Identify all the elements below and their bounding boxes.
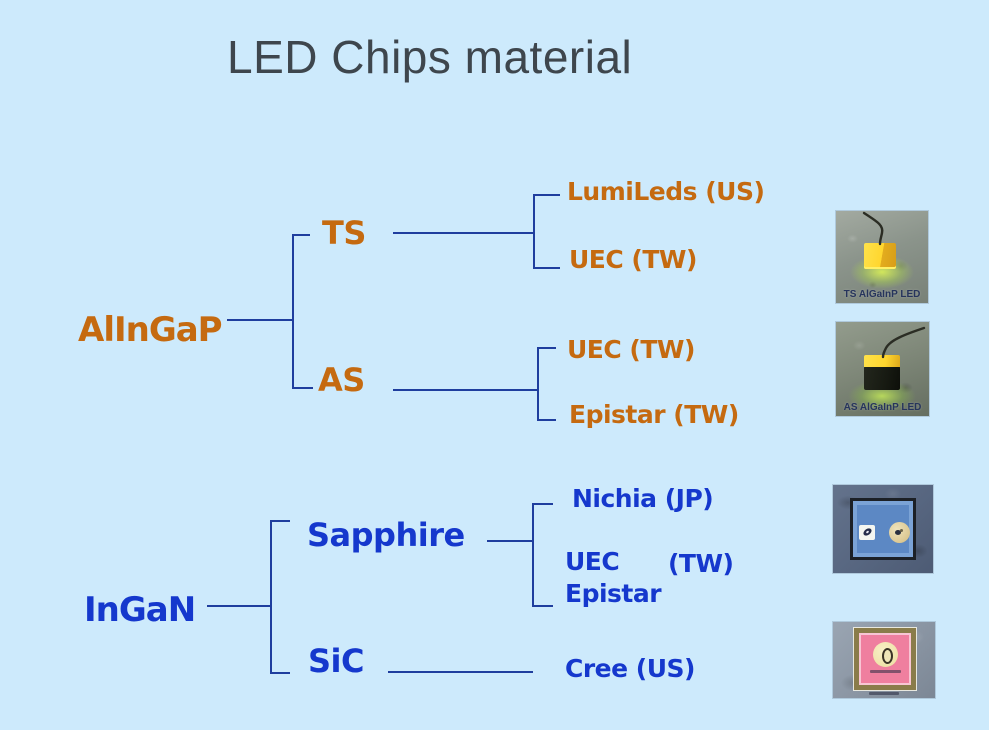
connector-alingap-tick-as	[292, 387, 313, 389]
leaf-label-cree-us: Cree (US)	[565, 654, 695, 683]
connector-as-stem	[393, 389, 537, 391]
led-chip-body	[864, 366, 900, 390]
pad-mark	[862, 526, 873, 538]
connector-sapphire-stem	[487, 540, 534, 542]
leaf-label-lumileds-us: LumiLeds (US)	[567, 177, 765, 206]
leaf-label-epistar-sapphire: Epistar	[565, 579, 662, 608]
contact-oval	[882, 648, 893, 664]
contact-dot	[895, 530, 901, 535]
leaf-label-uec-sapphire: UEC	[565, 547, 620, 576]
page-title: LED Chips material	[227, 31, 633, 83]
node-label-sapphire: Sapphire	[307, 516, 465, 554]
leaf-label-epistar-tw: Epistar (TW)	[569, 400, 739, 429]
connector-sapphire-tick-nichia	[532, 503, 553, 505]
group-label-alingap: AlInGaP	[78, 310, 223, 350]
node-label-ts: TS	[322, 214, 366, 252]
bond-wire-icon	[881, 326, 926, 359]
connector-alingap-stem	[227, 319, 293, 321]
photo-sapphire-chip	[833, 485, 933, 573]
led-chip-cap	[864, 355, 900, 367]
node-label-sic: SiC	[308, 642, 365, 680]
leaf-label-nichia-jp: Nichia (JP)	[572, 484, 714, 513]
connector-alingap-bracket	[292, 234, 294, 389]
node-label-as: AS	[318, 361, 365, 399]
connector-as-bracket	[537, 347, 539, 421]
contact-disc	[873, 642, 898, 667]
connector-ingan-stem	[207, 605, 271, 607]
photo-as-algainp-led: AS AlGaInP LED	[836, 322, 929, 416]
micro-text-smudge	[870, 670, 901, 673]
connector-ts-tick-lumileds	[533, 194, 560, 196]
photo-ts-algainp-led: TS AlGaInP LED	[836, 211, 928, 303]
connector-sapphire-tick-epistar	[532, 605, 553, 607]
leaf-label-uec-tw-ts: UEC (TW)	[569, 245, 697, 274]
contact-dot-small	[900, 529, 903, 532]
connector-sic-stem	[388, 671, 533, 673]
group-label-ingan: InGaN	[84, 590, 196, 630]
connector-sapphire-bracket	[532, 503, 534, 607]
scale-text-smudge	[869, 692, 899, 695]
led-chip-cube	[864, 243, 896, 269]
leaf-label-tw-sapphire: (TW)	[668, 549, 734, 578]
connector-ingan-tick-sic	[270, 672, 290, 674]
chip-die	[854, 628, 916, 690]
contact-disc	[889, 522, 910, 543]
connector-ts-stem	[393, 232, 533, 234]
chip-die	[850, 498, 916, 560]
connector-alingap-tick-ts	[292, 234, 310, 236]
photo-sic-chip	[833, 622, 935, 698]
leaf-label-uec-tw-as: UEC (TW)	[567, 335, 695, 364]
photo-caption: AS AlGaInP LED	[843, 402, 922, 413]
connector-ingan-bracket	[270, 520, 272, 674]
connector-ts-bracket	[533, 194, 535, 269]
photo-caption: TS AlGaInP LED	[843, 289, 921, 300]
bond-wire-icon	[862, 211, 884, 246]
connector-ts-tick-uec	[533, 267, 560, 269]
connector-as-tick-uec	[537, 347, 556, 349]
connector-as-tick-epistar	[537, 419, 556, 421]
bond-pad	[859, 525, 875, 540]
connector-ingan-tick-sapphire	[270, 520, 290, 522]
